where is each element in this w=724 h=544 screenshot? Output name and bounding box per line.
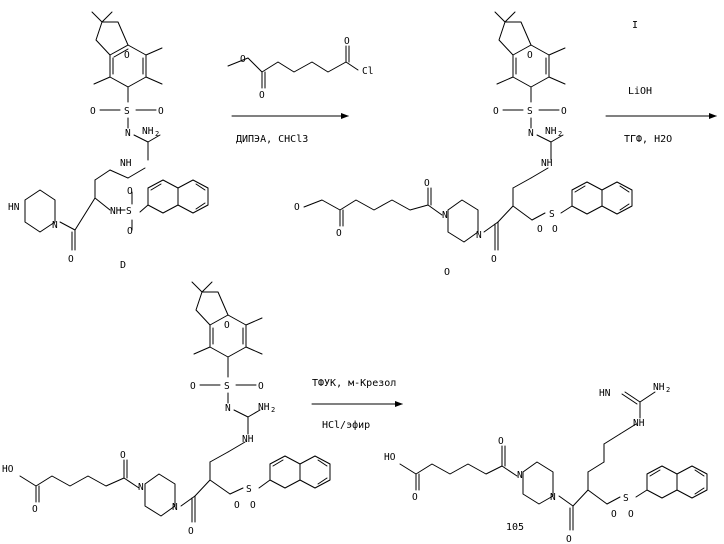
reagent-ester-o: O — [240, 54, 246, 65]
svg-text:N: N — [225, 403, 231, 414]
svg-text:O: O — [127, 186, 133, 197]
arrow-3-reagents: ТФУК, м-Крезол — [312, 378, 396, 389]
svg-text:S: S — [126, 206, 132, 217]
svg-text:O: O — [234, 500, 240, 511]
svg-text:O: O — [294, 202, 300, 213]
svg-text:O: O — [611, 509, 617, 520]
svg-text:O: O — [127, 226, 133, 237]
svg-text:O: O — [498, 436, 504, 447]
compound-i-labels: O S O O N NH 2 NH S O O N N O O O HO — [2, 320, 275, 537]
svg-text:S: S — [527, 106, 533, 117]
svg-text:S: S — [124, 106, 130, 117]
svg-text:O: O — [190, 381, 196, 392]
svg-text:O: O — [493, 106, 499, 117]
svg-text:HO: HO — [2, 464, 14, 475]
svg-text:S: S — [623, 493, 629, 504]
svg-text:NH: NH — [242, 434, 254, 445]
arrow-2-reagent: LiOH — [628, 86, 652, 97]
svg-text:N: N — [517, 470, 523, 481]
svg-text:2: 2 — [666, 386, 670, 394]
compound-label-o: O — [444, 267, 450, 278]
svg-text:NH: NH — [541, 158, 553, 169]
svg-text:NH: NH — [653, 382, 665, 393]
compound-label-i: I — [632, 20, 638, 31]
svg-text:O: O — [527, 50, 533, 61]
svg-text:N: N — [476, 230, 482, 241]
compound-d-labels: O S O O N NH 2 NH NH S O O N HN O — [8, 50, 164, 265]
compound-i-structure — [20, 282, 330, 522]
svg-text:O: O — [224, 320, 230, 331]
svg-text:NH: NH — [258, 402, 270, 413]
svg-text:N: N — [172, 502, 178, 513]
svg-text:N: N — [138, 482, 144, 493]
arrow-3-conditions: HCl/эфир — [322, 419, 370, 431]
svg-text:HO: HO — [384, 452, 396, 463]
compound-105-structure — [400, 392, 707, 530]
arrow-1-conditions: ДИПЭА, CHCl3 — [236, 134, 308, 145]
svg-text:N: N — [550, 492, 556, 503]
compound-label-d: D — [120, 260, 126, 271]
reagent-acyl-chloride — [228, 46, 358, 88]
svg-text:O: O — [258, 381, 264, 392]
svg-text:NH: NH — [110, 206, 122, 217]
svg-text:S: S — [224, 381, 230, 392]
svg-text:O: O — [124, 50, 130, 61]
svg-text:O: O — [491, 254, 497, 265]
svg-text:O: O — [336, 228, 342, 239]
svg-text:HN: HN — [599, 388, 611, 399]
reagent-acid-o: O — [344, 36, 350, 47]
svg-text:O: O — [120, 450, 126, 461]
svg-text:O: O — [552, 224, 558, 235]
svg-text:O: O — [566, 534, 572, 544]
svg-text:NH: NH — [633, 418, 645, 429]
compound-label-105: 105 — [506, 522, 524, 533]
svg-text:O: O — [188, 526, 194, 537]
svg-text:2: 2 — [271, 406, 275, 414]
compound-o-structure — [304, 12, 632, 250]
compound-o-labels: O S O O N NH 2 NH S O O N N O O O O — [294, 50, 567, 265]
svg-text:2: 2 — [558, 130, 562, 138]
svg-text:N: N — [52, 220, 58, 231]
svg-text:O: O — [32, 504, 38, 515]
compound-105-labels: HN NH 2 NH S O O N N O O O HO — [384, 382, 670, 544]
svg-text:NH: NH — [142, 126, 154, 137]
svg-text:S: S — [549, 209, 555, 220]
svg-text:N: N — [528, 128, 534, 139]
svg-text:NH: NH — [545, 126, 557, 137]
svg-text:O: O — [158, 106, 164, 117]
reagent-cl: Cl — [362, 66, 373, 77]
svg-text:HN: HN — [8, 202, 20, 213]
svg-text:O: O — [424, 178, 430, 189]
svg-text:N: N — [442, 210, 448, 221]
svg-text:O: O — [537, 224, 543, 235]
svg-text:N: N — [125, 128, 131, 139]
svg-text:S: S — [246, 484, 252, 495]
svg-text:O: O — [412, 492, 418, 503]
reagent-carbonyl-o: O — [259, 90, 265, 101]
arrow-2-conditions: ТГФ, H2O — [624, 134, 672, 145]
svg-text:O: O — [250, 500, 256, 511]
svg-text:O: O — [628, 509, 634, 520]
svg-text:O: O — [68, 254, 74, 265]
svg-text:O: O — [90, 106, 96, 117]
svg-text:2: 2 — [155, 130, 159, 138]
svg-text:O: O — [561, 106, 567, 117]
svg-text:NH: NH — [120, 158, 132, 169]
